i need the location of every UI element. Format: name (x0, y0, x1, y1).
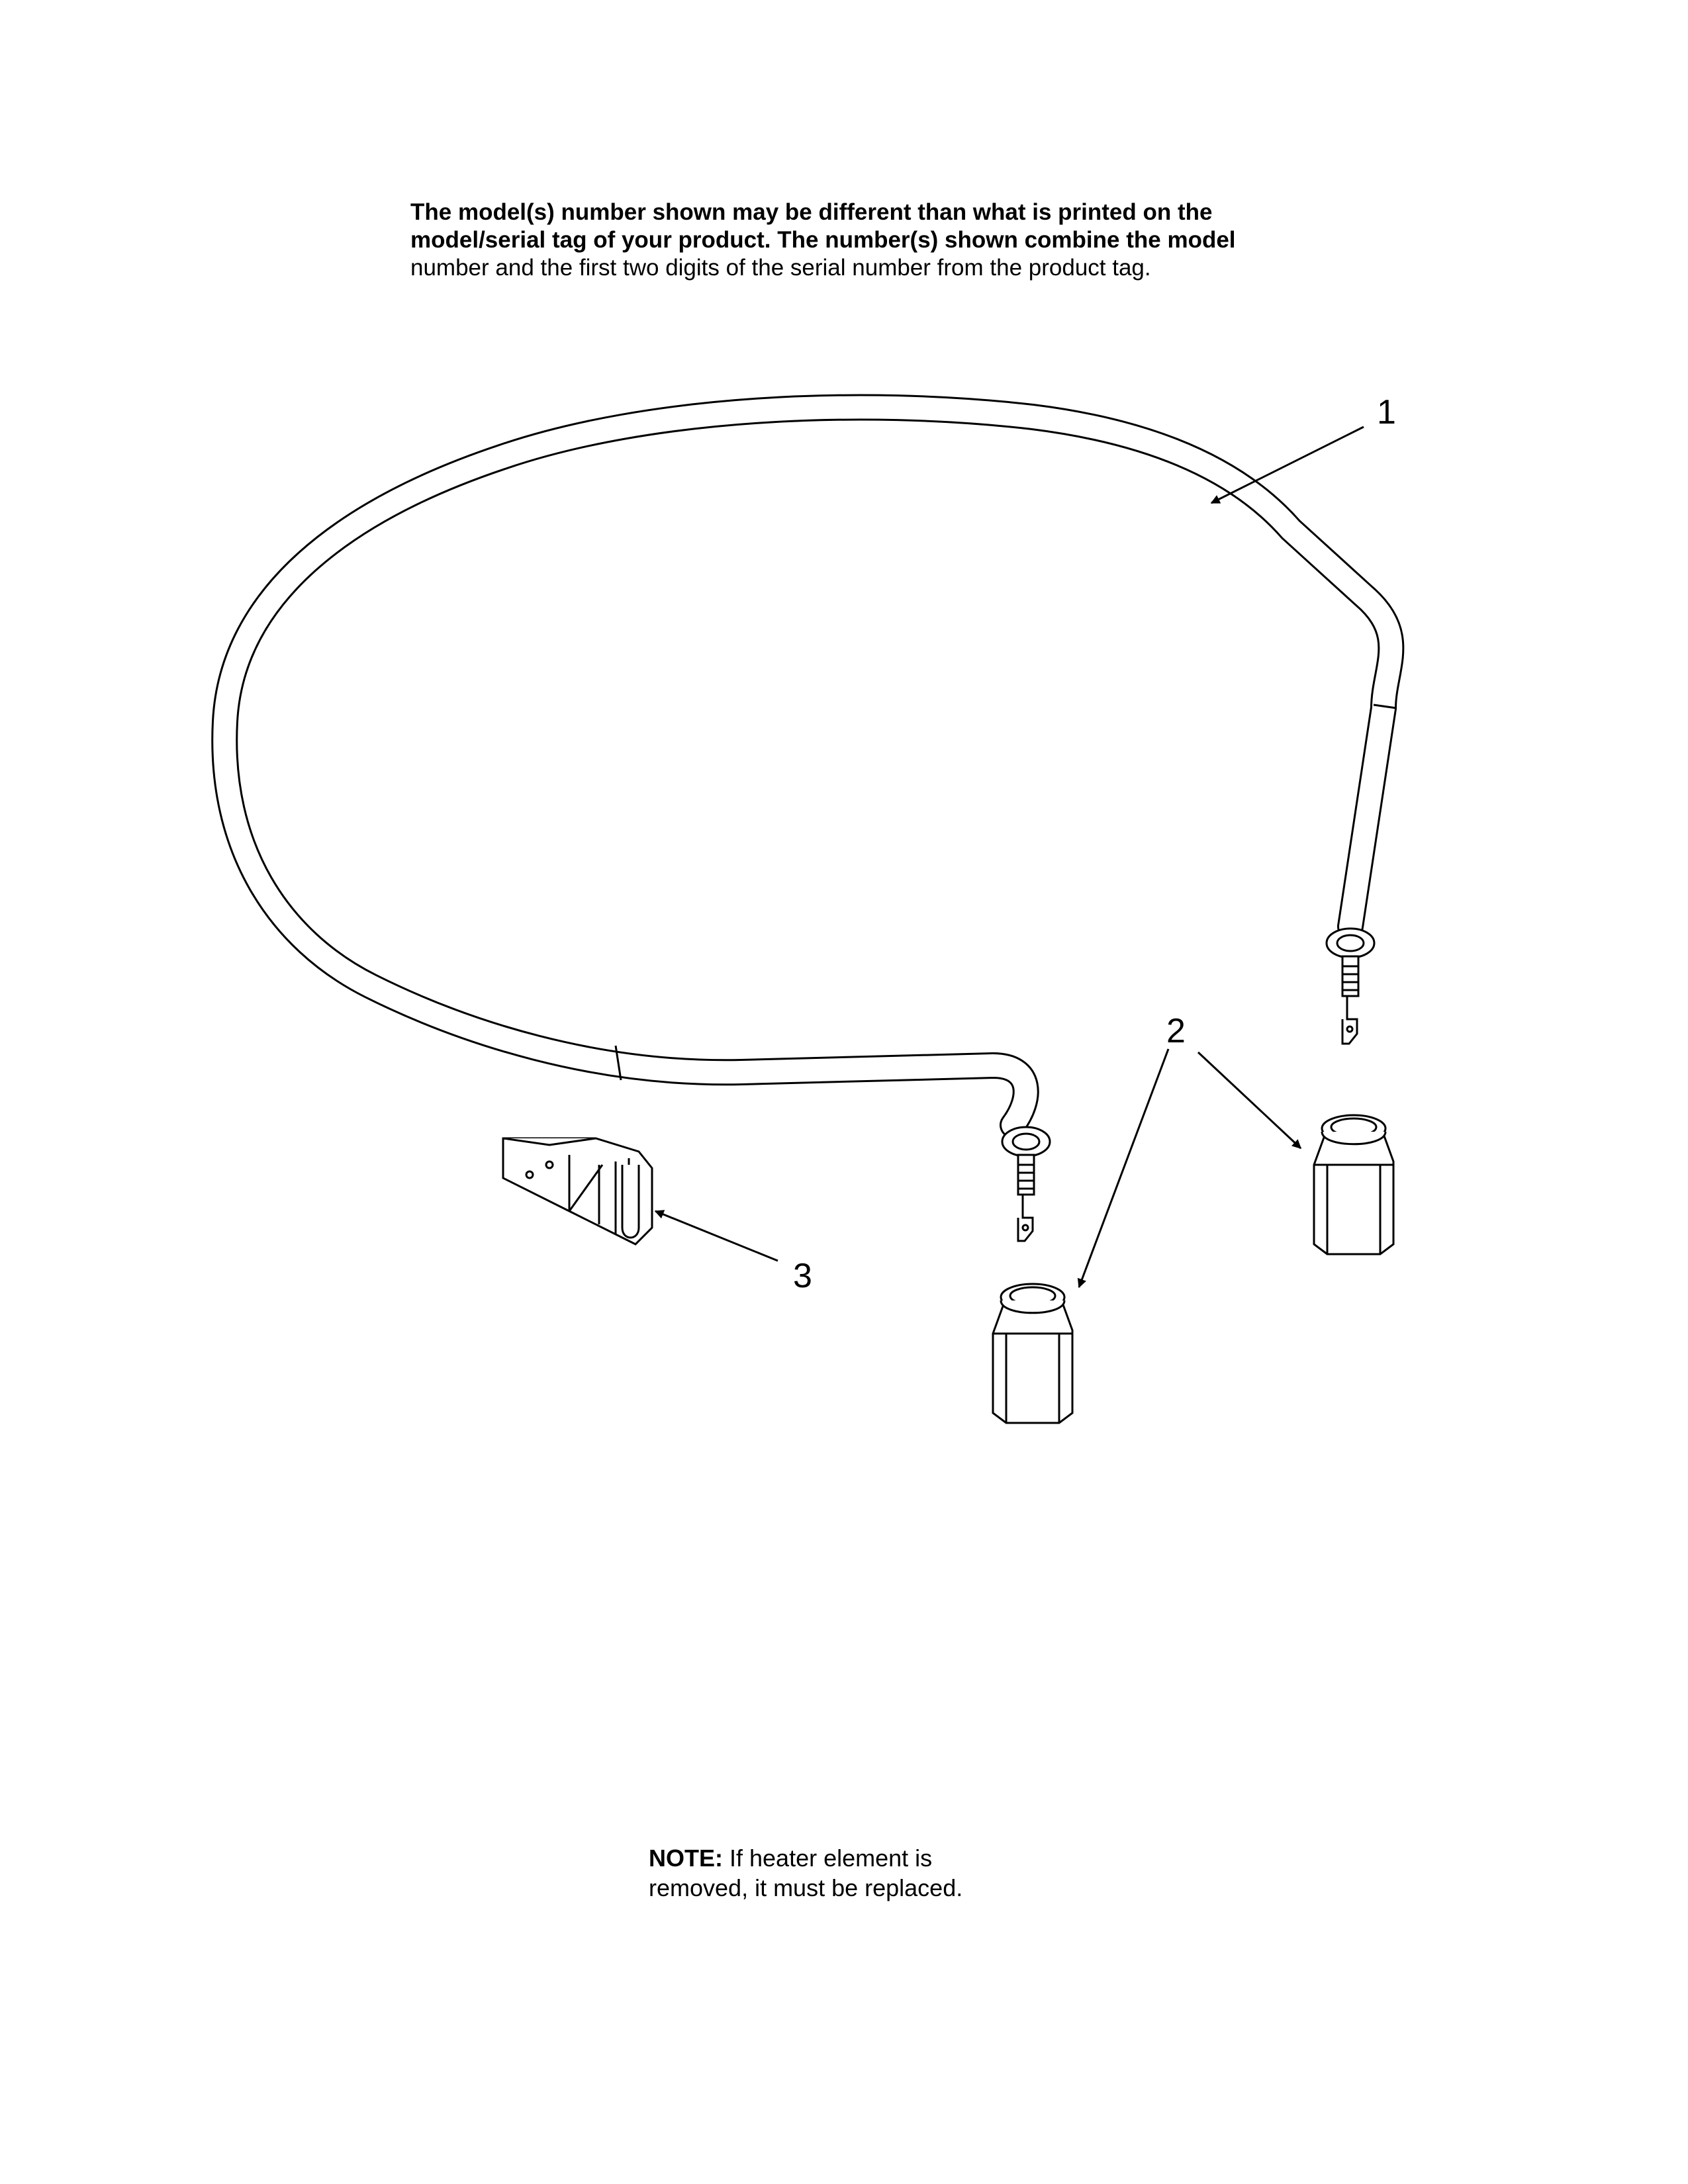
callout-number-3: 3 (793, 1257, 812, 1295)
header-note-line-2: model/serial tag of your product. The nu… (410, 227, 1236, 253)
footer-note-text-line-2: removed, it must be replaced. (649, 1874, 963, 1901)
header-note: The model(s) number shown may be differe… (410, 199, 1403, 282)
header-note-line-3: number and the first two digits of the s… (410, 255, 1151, 281)
nut-left (992, 1283, 1074, 1424)
heater-element (211, 394, 1405, 1138)
footer-note-text-line-1: If heater element is (723, 1844, 933, 1872)
heater-terminal-right (1325, 927, 1376, 1045)
bracket-clip (502, 1137, 653, 1246)
callout-number-2: 2 (1166, 1012, 1186, 1050)
callout-number-1: 1 (1377, 393, 1396, 432)
callout-leader-1 (1210, 426, 1364, 504)
header-note-line-1: The model(s) number shown may be differe… (410, 199, 1213, 225)
callout-leader-3 (654, 1210, 778, 1262)
heater-terminal-left (1001, 1126, 1051, 1242)
footer-note-label: NOTE: (649, 1844, 723, 1872)
footer-note: NOTE: If heater element is removed, it m… (649, 1843, 1112, 1903)
nut-right (1313, 1114, 1395, 1255)
callout-leader-2a (1077, 1048, 1170, 1289)
callout-leader-2b (1197, 1051, 1302, 1150)
